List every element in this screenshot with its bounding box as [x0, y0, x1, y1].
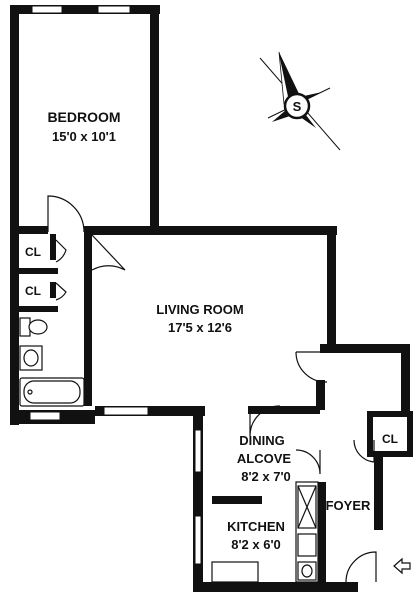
- bathtub-inner: [23, 380, 81, 404]
- window-bedroom-top-1: [31, 5, 63, 14]
- window-bath-bottom: [29, 411, 61, 421]
- door-closet-1-swing: [55, 239, 67, 263]
- doors: [47, 195, 377, 583]
- wall-kitchen-bottom: [193, 582, 323, 592]
- wall-dining-divider: [248, 406, 320, 414]
- door-entry-swing: [345, 551, 377, 583]
- door-hall-swing: [91, 234, 126, 271]
- wall-bedroom-bottom-left: [10, 226, 48, 234]
- closet-foyer-box: [367, 411, 413, 457]
- wall-foyer-inner: [316, 380, 325, 410]
- door-dining-swing: [249, 405, 281, 437]
- door-foyer-closet-swing: [353, 439, 375, 463]
- dining-name-line1: DINING: [239, 433, 285, 448]
- wall-dining-left: [193, 406, 203, 590]
- wall-foyer-right-upper: [401, 344, 410, 414]
- toilet-bowl: [28, 319, 48, 335]
- wall-kitchen-right: [318, 482, 326, 584]
- closet-label-1: CL: [25, 245, 41, 259]
- window-kitchen-left: [194, 515, 202, 565]
- wall-foyer-right-lower: [374, 445, 383, 530]
- bedroom-name: BEDROOM: [47, 109, 120, 125]
- kitchen-fixtures: [211, 481, 319, 583]
- door-living-right-swing: [295, 351, 328, 383]
- bathroom-fixtures: [19, 317, 85, 407]
- wall-foyer-top: [320, 344, 410, 353]
- living-room-dims: 17'5 x 12'6: [168, 320, 232, 335]
- entry-arrow-icon: [393, 557, 411, 575]
- foyer-name: FOYER: [326, 498, 371, 513]
- compass-letter: S: [293, 99, 302, 114]
- wall-kitchen-partition: [212, 496, 262, 504]
- compass-ring: [283, 92, 311, 120]
- wall-closet-divider-2: [10, 306, 58, 312]
- wall-closet-front-2: [50, 282, 56, 298]
- door-closet-2-swing: [55, 282, 67, 301]
- wall-bedroom-left: [10, 5, 19, 425]
- entry-arrow-shape: [393, 557, 411, 575]
- wall-closet-front: [50, 234, 56, 260]
- dining-name-line2: ALCOVE: [237, 451, 292, 466]
- windows: [29, 5, 202, 565]
- living-room-name: LIVING ROOM: [156, 302, 243, 317]
- wall-closet-divider-1: [10, 268, 58, 274]
- compass-needle-east: [304, 92, 322, 100]
- compass-icon: S: [259, 51, 341, 151]
- kitchen-dims: 8'2 x 6'0: [231, 537, 281, 552]
- kitchen-fridge: [211, 561, 259, 583]
- door-bedroom-swing: [47, 195, 85, 233]
- closet-label-2: CL: [25, 284, 41, 298]
- window-bedroom-top-2: [97, 5, 131, 14]
- wall-living-bottom: [95, 406, 205, 416]
- closet-label-3: CL: [382, 432, 398, 446]
- bathtub-drain: [27, 389, 33, 395]
- window-dining-left: [194, 429, 202, 473]
- wall-living-right-upper: [327, 226, 336, 352]
- door-foyer-swing: [295, 449, 321, 475]
- wall-living-top: [92, 226, 337, 235]
- window-living-bottom: [103, 406, 149, 416]
- wall-foyer-door-jamb: [374, 520, 383, 530]
- cabinet-cross-2: [297, 485, 317, 529]
- kitchen-stove: [297, 533, 317, 557]
- bedroom-dims: 15'0 x 10'1: [52, 129, 116, 144]
- kitchen-name: KITCHEN: [227, 519, 285, 534]
- wall-hall-left: [84, 226, 92, 406]
- compass-needle-north: [279, 52, 302, 104]
- wall-foyer-bottom: [318, 582, 358, 592]
- kitchen-sink-basin: [301, 564, 313, 578]
- sink-basin: [23, 349, 39, 367]
- wall-bedroom-right: [150, 5, 159, 230]
- compass-needle-west: [272, 110, 290, 122]
- dining-dims: 8'2 x 7'0: [241, 469, 291, 484]
- wall-bedroom-top: [10, 5, 160, 14]
